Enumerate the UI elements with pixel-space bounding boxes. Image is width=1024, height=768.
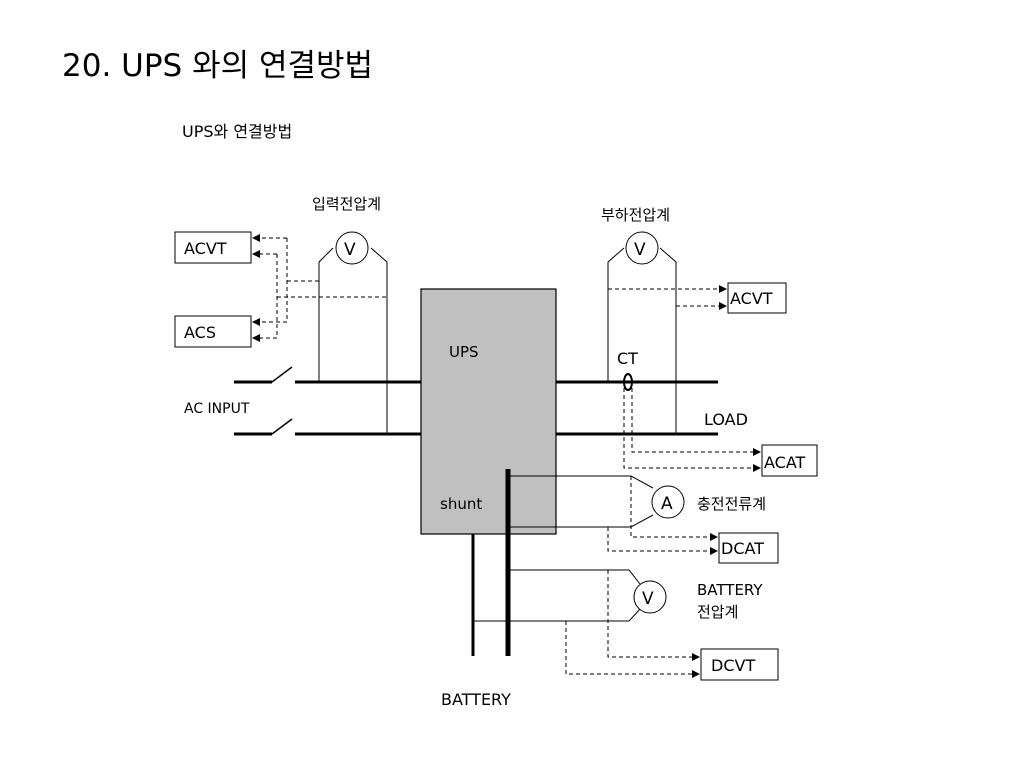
battery-voltmeter-label-line1: BATTERY: [697, 581, 763, 599]
ups-box: [420, 288, 557, 535]
battery-label: BATTERY: [441, 690, 511, 709]
battery-voltmeter-label-line2: 전압계: [697, 603, 738, 621]
dc-signal-lines: [565, 476, 718, 678]
ct-label: CT: [617, 349, 638, 368]
input-voltmeter-label: 입력전압계: [312, 195, 381, 213]
battery-voltmeter-symbol: V: [642, 589, 654, 609]
charge-ammeter-label: 충전전류계: [697, 495, 766, 513]
ac-input-label: AC INPUT: [184, 401, 250, 417]
page-title: 20. UPS 와의 연결방법: [62, 48, 374, 84]
output-acat-box: [761, 444, 818, 477]
battery-voltmeter: [473, 569, 667, 622]
charge-ammeter-symbol: A: [661, 494, 673, 514]
input-acvt-box: [174, 231, 252, 264]
shunt-label: shunt: [440, 495, 482, 513]
load-voltmeter-symbol: V: [634, 240, 646, 260]
input-acs-label: ACS: [184, 323, 216, 342]
input-acvt-label: ACVT: [184, 239, 227, 258]
output-lines: [556, 380, 718, 436]
dc-dcvt-box: [700, 648, 779, 681]
load-voltmeter-label: 부하전압계: [601, 206, 670, 224]
output-signal-lines: [608, 285, 761, 472]
dc-dcat-label: DCAT: [721, 539, 764, 558]
input-signal-lines: [252, 234, 387, 342]
output-acvt-label: ACVT: [730, 289, 773, 308]
load-voltmeter: [607, 231, 677, 434]
ups-label: UPS: [449, 343, 479, 361]
dc-dcat-box: [718, 532, 779, 564]
dc-dcvt-label: DCVT: [711, 656, 755, 675]
page-subtitle: UPS와 연결방법: [182, 122, 293, 141]
ac-input-lines: [234, 366, 421, 436]
input-voltmeter: [318, 231, 388, 434]
charge-ammeter: [508, 475, 685, 528]
ct-sensor: [623, 373, 633, 391]
output-acat-label: ACAT: [764, 453, 806, 472]
battery-lines: [471, 469, 511, 656]
input-voltmeter-symbol: V: [344, 240, 356, 260]
input-acs-box: [174, 315, 252, 348]
output-acvt-box: [727, 282, 787, 314]
load-label: LOAD: [704, 410, 748, 429]
